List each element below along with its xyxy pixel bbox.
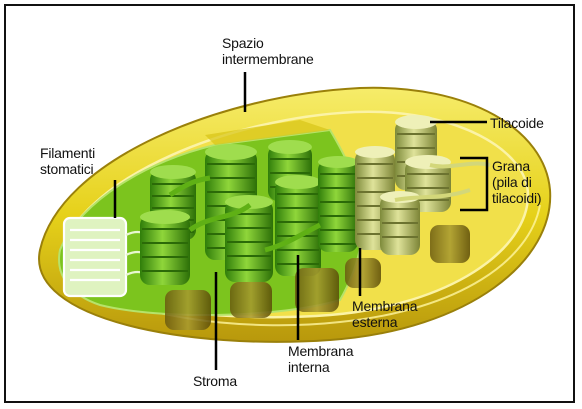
label-line: Tilacoide: [490, 115, 544, 131]
label-line: Grana: [492, 158, 541, 174]
label-membrana-interna: Membrana interna: [288, 343, 353, 375]
label-grana: Grana (pila di tilacoidi): [492, 158, 541, 206]
label-tilacoide: Tilacoide: [490, 115, 544, 131]
label-line: intermembrane: [222, 51, 314, 67]
label-line: Membrana: [288, 343, 353, 359]
label-line: (pila di: [492, 174, 541, 190]
label-line: tilacoidi): [492, 190, 541, 206]
label-line: Membrana: [352, 298, 417, 314]
label-spazio-intermembrane: Spazio intermembrane: [222, 35, 314, 67]
label-stroma: Stroma: [193, 373, 237, 389]
label-filamenti-stomatici: Filamenti stomatici: [40, 145, 95, 177]
label-line: Spazio: [222, 35, 314, 51]
label-membrana-esterna: Membrana esterna: [352, 298, 417, 330]
label-line: interna: [288, 359, 353, 375]
label-line: Stroma: [193, 373, 237, 389]
label-line: stomatici: [40, 161, 95, 177]
label-line: Filamenti: [40, 145, 95, 161]
label-line: esterna: [352, 314, 417, 330]
